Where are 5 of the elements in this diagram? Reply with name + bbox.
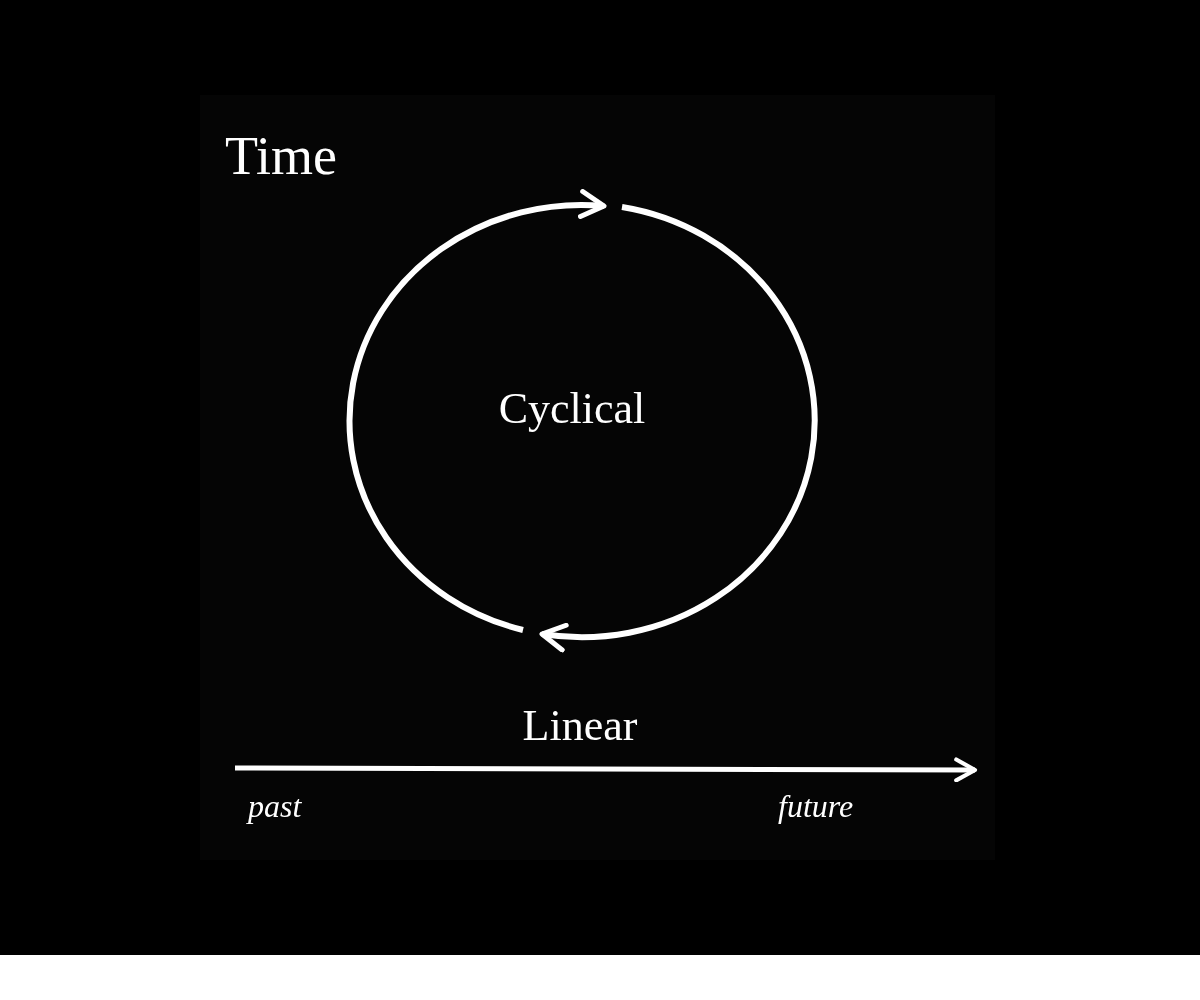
axis-label: Linear [522,700,638,751]
axis-end-label: future [778,788,854,825]
center-label: Cyclical [498,383,646,434]
axis-start-label: past [248,788,302,825]
title: Time [225,125,338,187]
